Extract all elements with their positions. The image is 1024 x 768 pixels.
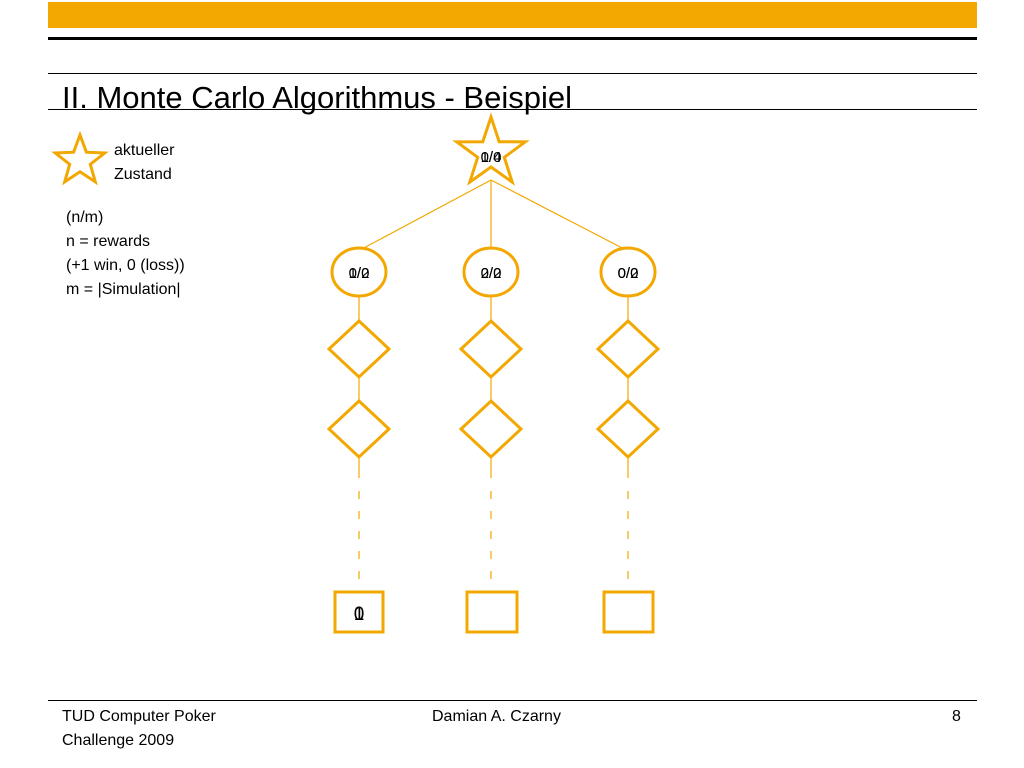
branch-1-diamond-2	[326, 398, 392, 460]
branch-1-diamond-1	[326, 318, 392, 380]
branch-3-diamond-1	[595, 318, 661, 380]
footer-page-number: 8	[952, 708, 961, 725]
child-node-2-label-a: 0/0	[481, 265, 502, 282]
branch-3-leaf	[602, 590, 655, 634]
root-star-node	[452, 112, 530, 186]
legend-star-label-line1: aktueller	[114, 142, 175, 159]
child-node-1-label-a: 0/0	[349, 265, 370, 282]
footer-rule	[48, 700, 977, 701]
footer-event-line2: Challenge 2009	[62, 732, 175, 749]
legend-n-definition: n = rewards	[66, 233, 151, 250]
header-rule	[48, 37, 977, 40]
legend-star-label-line2: Zustand	[114, 166, 172, 183]
child-node-3-label-b: 0/2	[618, 265, 639, 282]
edge-root-to-node-1	[359, 179, 492, 251]
branch-1-leaf-label-a: 1	[354, 604, 365, 625]
title-rule-top	[48, 73, 977, 74]
legend-m-definition: m = |Simulation|	[66, 281, 181, 298]
branch-2-leaf	[465, 590, 519, 634]
top-accent-band	[48, 2, 977, 28]
child-node-1-label-b: 1/2	[349, 265, 370, 282]
legend-star-icon	[51, 130, 109, 186]
child-node-3	[599, 246, 657, 298]
branch-2-diamond-1	[458, 318, 524, 380]
title-rule-bottom	[48, 109, 977, 110]
branch-2-diamond-2	[458, 398, 524, 460]
branch-3-diamond-2	[595, 398, 661, 460]
child-node-2-label-b: 2/2	[481, 265, 502, 282]
child-node-1	[330, 246, 388, 298]
footer-author: Damian A. Czarny	[432, 708, 561, 725]
footer-event-line1: TUD Computer Poker	[62, 708, 216, 725]
child-node-2	[462, 246, 520, 298]
edge-root-to-node-3	[490, 179, 627, 251]
root-label-b: 1/4	[481, 149, 502, 166]
child-node-3-label-a: 0/0	[618, 265, 639, 282]
legend-notation: (n/m)	[66, 209, 104, 226]
branch-1-leaf-label-b: 0	[354, 604, 365, 625]
branch-1-leaf	[333, 590, 385, 634]
root-label-a: 0/0	[481, 149, 502, 166]
legend-reward-values: (+1 win, 0 (loss))	[66, 257, 185, 274]
